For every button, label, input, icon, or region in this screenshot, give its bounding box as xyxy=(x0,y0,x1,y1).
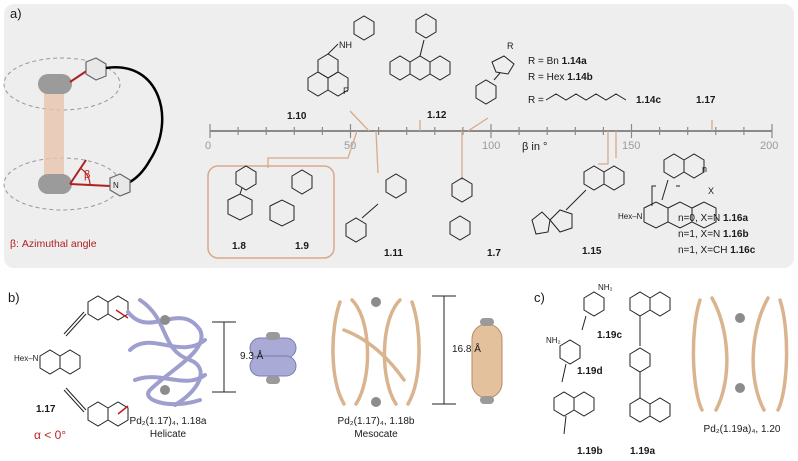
ligand-label-1-19c: 1.19c xyxy=(597,330,623,341)
azimuthal-angle-definition: β: Azimuthal angle xyxy=(10,238,97,250)
tick-label-150: 150 xyxy=(622,140,641,152)
x-atom-116: X xyxy=(708,186,715,196)
alpha-note: α < 0° xyxy=(34,428,67,442)
compound-label-1-7: 1.7 xyxy=(487,248,501,259)
ligand-label-1-19d: 1.19d xyxy=(577,366,603,377)
helicate-distance: 9.3 Å xyxy=(240,351,264,362)
atom-label-nh-110: NH xyxy=(339,40,352,50)
helicate-name: Helicate xyxy=(149,429,187,440)
cage-1-20-formula: Pd₂(1.19a)₄, 1.20 xyxy=(703,424,781,435)
ligand-label-1-19a: 1.19a xyxy=(630,446,656,457)
tick-label-100: 100 xyxy=(482,140,501,152)
panel-label-a: a) xyxy=(10,6,22,21)
beta-symbol: β xyxy=(84,169,91,181)
atom-label-nh2-119d: NH₂ xyxy=(546,336,561,345)
compound-label-1-10: 1.10 xyxy=(287,111,307,122)
tick-label-200: 200 xyxy=(760,140,779,152)
tick-label-0: 0 xyxy=(205,140,212,152)
compound-label-1-15: 1.15 xyxy=(582,246,602,257)
helicate-formula: Pd₂(1.17)₄, 1.18a xyxy=(129,416,207,427)
mesocate-name: Mesocate xyxy=(354,429,398,440)
compound-label-1-17-axis: 1.17 xyxy=(696,95,716,106)
axis-callouts xyxy=(207,110,713,259)
mesocate-formula: Pd₂(1.17)₄, 1.18b xyxy=(337,416,415,427)
ligand-label-1-17: 1.17 xyxy=(36,404,56,415)
axis-label: β in ° xyxy=(522,141,548,153)
compound-label-1-9: 1.9 xyxy=(295,241,309,252)
substituent-1-16a: n=0, X=N 1.16a xyxy=(678,213,749,224)
azimuthal-angle-schematic xyxy=(3,57,164,211)
schematic-pyridine-n: N xyxy=(113,181,119,190)
panel-label-b: b) xyxy=(8,290,20,305)
r-group-label: R xyxy=(507,41,514,51)
compound-label-1-8: 1.8 xyxy=(232,241,246,252)
ligand-label-1-19b: 1.19b xyxy=(577,446,603,457)
atom-label-nh2-119c: NH₂ xyxy=(598,283,613,292)
atom-label-f: F xyxy=(343,86,349,96)
beta-axis xyxy=(209,124,773,138)
peg-chain-sketch xyxy=(545,93,627,101)
hex-n-label-116: Hex–N xyxy=(618,212,643,221)
substituent-1-14a: R = Bn 1.14a xyxy=(528,56,587,67)
molecule-sketches xyxy=(227,13,717,243)
n-subscript-116: n xyxy=(702,164,708,174)
hex-n-label-117: Hex–N xyxy=(14,354,39,363)
panel-label-c: c) xyxy=(534,290,545,305)
substituent-1-14b: R = Hex 1.14b xyxy=(528,72,593,83)
compound-label-1-12: 1.12 xyxy=(427,110,447,121)
substituent-1-16b: n=1, X=N 1.16b xyxy=(678,229,749,240)
compound-label-1-14c: 1.14c xyxy=(636,95,662,106)
mesocate-distance: 16.8 Å xyxy=(452,344,481,355)
substituent-1-14c: R = xyxy=(528,95,544,106)
substituent-1-16c: n=1, X=CH 1.16c xyxy=(678,245,756,256)
compound-label-1-11: 1.11 xyxy=(384,248,403,259)
panel-a-background xyxy=(4,4,794,268)
